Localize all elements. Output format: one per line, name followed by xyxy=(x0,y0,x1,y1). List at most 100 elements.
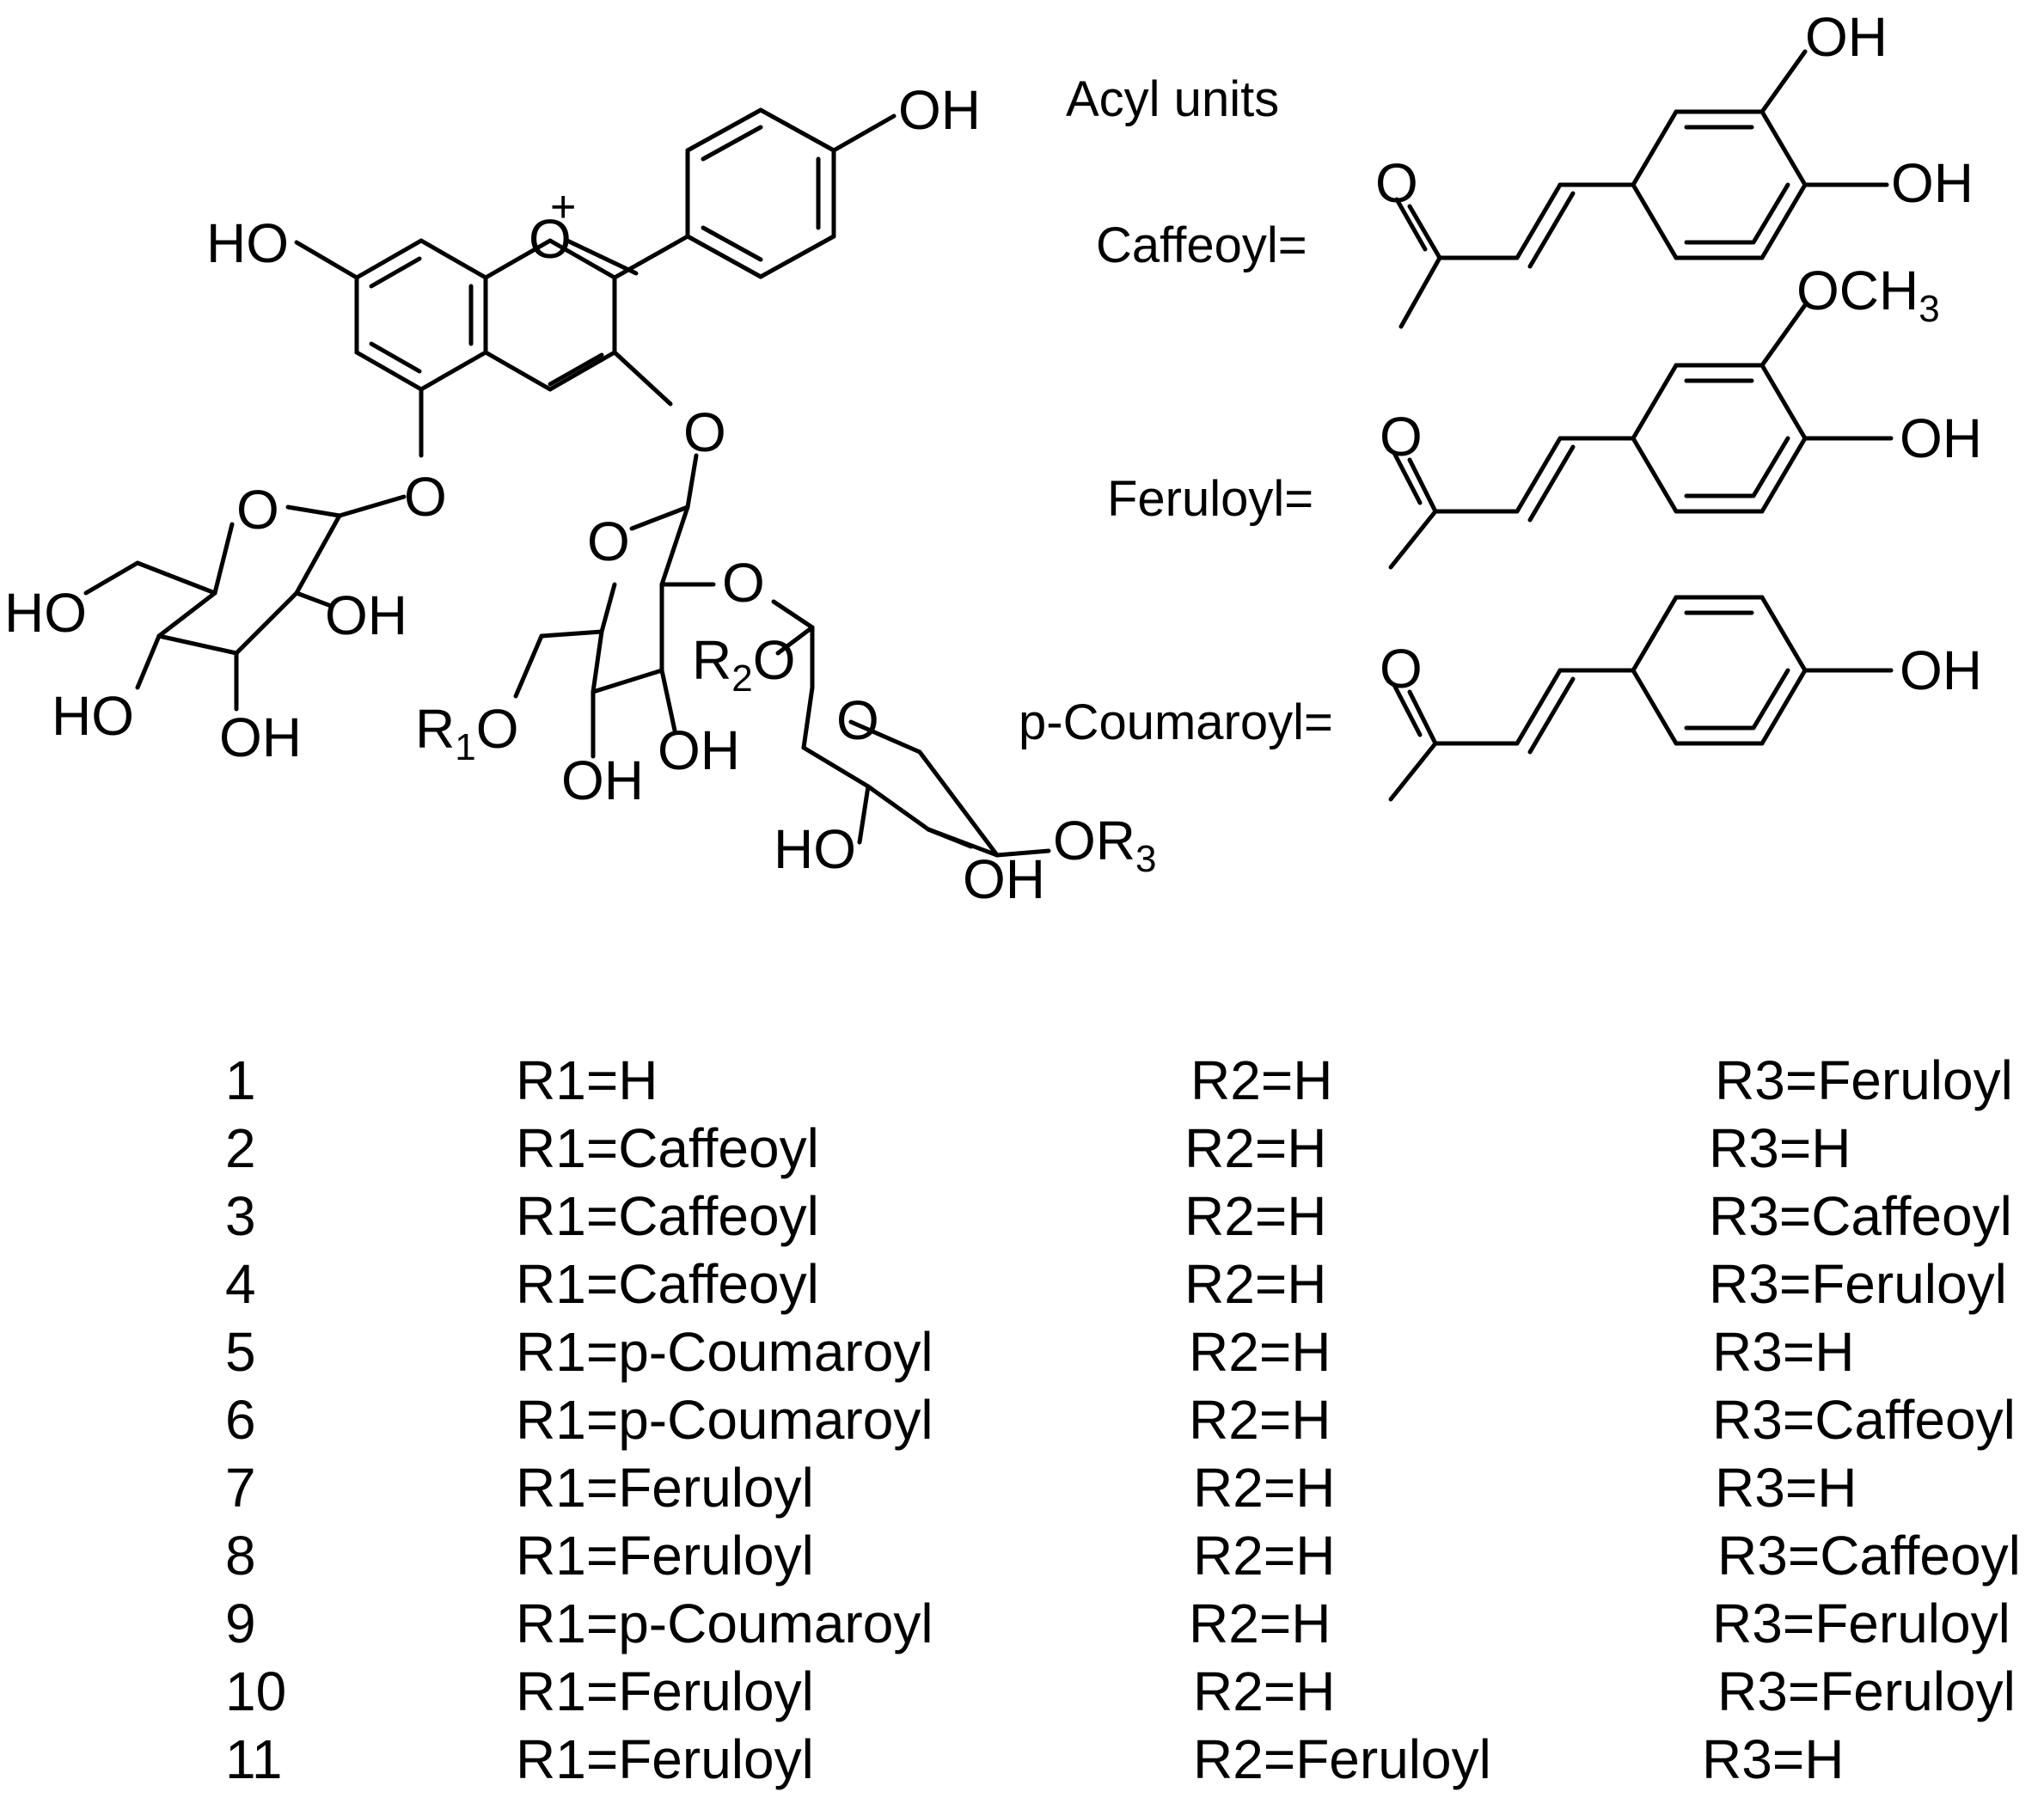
table-row: 2 R1=Caffeoyl R2=H R3=H xyxy=(0,1116,2044,1185)
atom-or3: OR3 xyxy=(1053,810,1156,880)
svg-text:R2O: R2O xyxy=(692,629,795,700)
r1-value: R1=p-Coumaroyl xyxy=(516,1321,933,1383)
compound-number: 10 xyxy=(225,1660,287,1722)
r2-value: R2=H xyxy=(1184,1253,1327,1315)
r3-value: R3=Feruloyl xyxy=(1709,1253,2007,1315)
atom-o-ring-left: O xyxy=(236,479,279,541)
compound-number: 7 xyxy=(225,1457,256,1519)
p-coumaroyl-oh-4: OH xyxy=(1900,639,1982,701)
atom-r2-r: R xyxy=(692,629,731,691)
atom-o-glyco: O xyxy=(722,552,765,614)
compound-number: 11 xyxy=(225,1728,283,1790)
caffeoyl-oh-3: OH xyxy=(1805,6,1888,68)
r3-value: R3=H xyxy=(1715,1457,1857,1519)
feruloyl-label: Feruloyl= xyxy=(1107,471,1313,527)
r3-value: R3=Caffeoyl xyxy=(1712,1389,2016,1451)
r3-value: R3=H xyxy=(1712,1321,1855,1383)
r1-value: R1=Feruloyl xyxy=(516,1660,814,1722)
r2-value: R2=H xyxy=(1193,1660,1336,1722)
atom-r3-o: O xyxy=(1053,810,1096,871)
atom-ho-7: HO xyxy=(206,212,289,274)
feruloyl-och: OCH xyxy=(1796,260,1919,321)
table-row: 5 R1=p-Coumaroyl R2=H R3=H xyxy=(0,1320,2044,1389)
table-row: 7 R1=Feruloyl R2=H R3=H xyxy=(0,1456,2044,1525)
table-row: 8 R1=Feruloyl R2=H R3=Caffeoyl xyxy=(0,1524,2044,1593)
p-coumaroyl-label: p-Coumaroyl= xyxy=(1019,694,1333,750)
atom-oh-c3-mid: OH xyxy=(561,749,644,811)
compound-number: 4 xyxy=(225,1253,256,1315)
atom-oh-c3-left: OH xyxy=(219,706,302,768)
r2-value: R2=Feruloyl xyxy=(1193,1728,1491,1790)
r1-value: R1=H xyxy=(516,1049,658,1111)
atom-r1-o: O xyxy=(476,698,519,760)
feruloyl-structure xyxy=(1388,303,1894,570)
sugar-middle xyxy=(513,453,716,759)
r2-value: R2=H xyxy=(1189,1321,1331,1383)
sugar-left xyxy=(83,494,407,712)
compound-number: 1 xyxy=(225,1049,256,1111)
svg-text:OR3: OR3 xyxy=(1053,810,1156,880)
p-coumaroyl-structure xyxy=(1388,595,1894,802)
atom-o-ring: O xyxy=(529,208,572,270)
compound-number: 8 xyxy=(225,1525,256,1587)
r2-value: R2=H xyxy=(1193,1525,1336,1587)
atom-r3-r: R xyxy=(1096,810,1135,871)
r3-value: R3=Feruloyl xyxy=(1717,1660,2016,1722)
atom-o-ring-mid: O xyxy=(587,511,630,572)
r1-value: R1=Feruloyl xyxy=(516,1525,814,1587)
compound-number: 2 xyxy=(225,1117,256,1179)
compound-number: 6 xyxy=(225,1389,256,1451)
r3-value: R3=Caffeoyl xyxy=(1717,1525,2021,1587)
atom-oh-c3-right: OH xyxy=(963,848,1045,910)
atom-o-ring-right: O xyxy=(836,689,879,751)
sugar-right xyxy=(771,599,1051,858)
atom-o-5: O xyxy=(404,466,447,528)
atom-ho-c6-left: HO xyxy=(4,582,87,644)
r2-value: R2=H xyxy=(1184,1117,1327,1179)
atom-ho-c4-right: HO xyxy=(774,818,856,880)
caffeoyl-label: Caffeoyl= xyxy=(1096,217,1307,273)
atom-r1-r: R xyxy=(415,698,455,760)
charge-plus: + xyxy=(550,182,576,232)
caffeoyl-structure xyxy=(1394,49,1889,329)
r2-value: R2=H xyxy=(1189,1389,1331,1451)
r1-value: R1=Feruloyl xyxy=(516,1457,814,1519)
atom-r1-sub: 1 xyxy=(455,726,475,768)
r2-value: R2=H xyxy=(1193,1457,1336,1519)
svg-text:R1O: R1O xyxy=(415,698,518,768)
feruloyl-carbonyl-o: O xyxy=(1380,406,1423,468)
svg-text:OCH3: OCH3 xyxy=(1796,260,1940,330)
caffeoyl-carbonyl-o: O xyxy=(1375,152,1418,214)
atom-ho-c4-left: HO xyxy=(52,685,134,747)
r1-value: R1=Feruloyl xyxy=(516,1728,814,1790)
compound-number: 5 xyxy=(225,1321,256,1383)
r3-value: R3=Caffeoyl xyxy=(1709,1185,2012,1247)
r2-value: R2=H xyxy=(1190,1049,1333,1111)
r2-value: R2=H xyxy=(1184,1185,1327,1247)
compound-number: 9 xyxy=(225,1593,256,1654)
atom-r2o: R2O xyxy=(692,629,795,700)
atom-r3-sub: 3 xyxy=(1135,838,1156,880)
r1-value: R1=p-Coumaroyl xyxy=(516,1593,933,1654)
r1-value: R1=p-Coumaroyl xyxy=(516,1389,933,1451)
atom-r2-sub: 2 xyxy=(731,657,752,700)
r3-value: R3=H xyxy=(1709,1117,1851,1179)
compound-number: 3 xyxy=(225,1185,256,1247)
atom-oh-c2-mid: OH xyxy=(658,719,740,781)
p-coumaroyl-carbonyl-o: O xyxy=(1380,638,1423,700)
atom-r2-o: O xyxy=(753,629,796,691)
table-row: 4 R1=Caffeoyl R2=H R3=Feruloyl xyxy=(0,1252,2044,1321)
atom-oh-c2-left: OH xyxy=(325,584,407,646)
r1-value: R1=Caffeoyl xyxy=(516,1117,819,1179)
atom-r1o: R1O xyxy=(415,698,518,768)
r2-value: R2=H xyxy=(1189,1593,1331,1654)
r1-value: R1=Caffeoyl xyxy=(516,1253,819,1315)
table-row: 6 R1=p-Coumaroyl R2=H R3=Caffeoyl xyxy=(0,1388,2044,1457)
table-row: 10 R1=Feruloyl R2=H R3=Feruloyl xyxy=(0,1660,2044,1728)
feruloyl-oh-4: OH xyxy=(1900,407,1982,469)
